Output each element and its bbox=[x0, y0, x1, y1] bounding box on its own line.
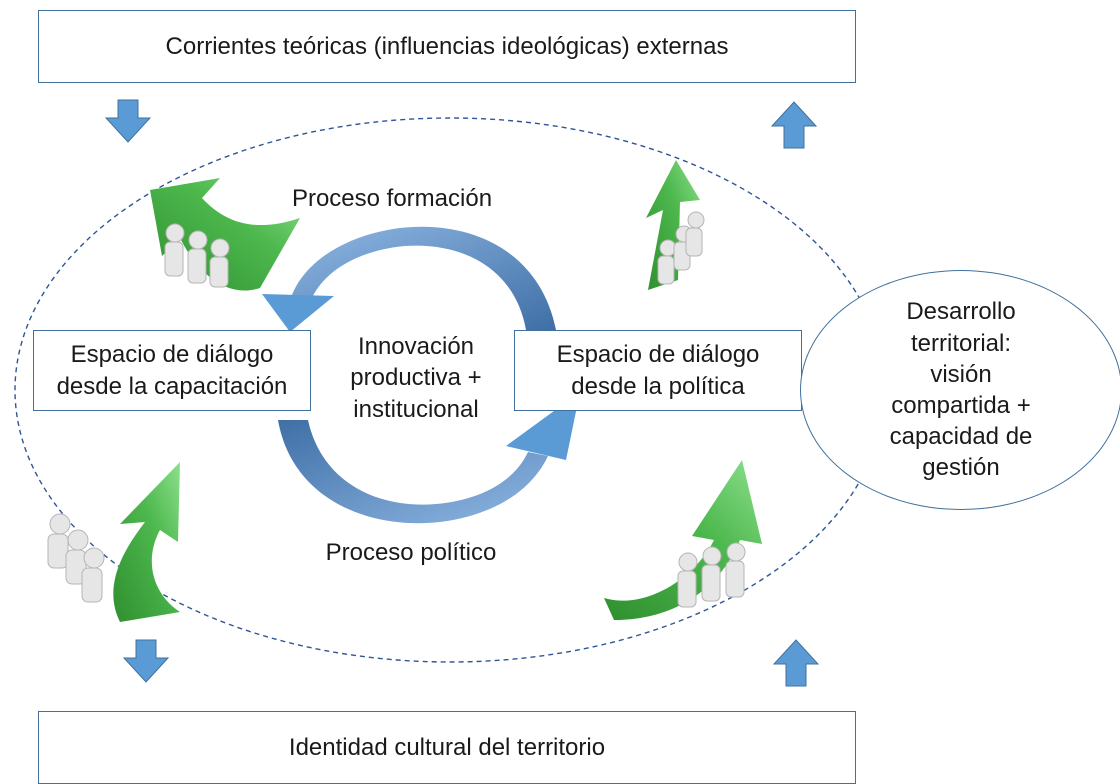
process-political-label: Proceso político bbox=[325, 539, 497, 567]
people-pushing-arrow-icon bbox=[150, 178, 300, 291]
down-arrow-icon bbox=[104, 99, 152, 143]
people-pushing-arrow-icon bbox=[646, 160, 705, 290]
territorial-development-ellipse: Desarrollo territorial: visión compartid… bbox=[800, 270, 1120, 510]
top-box-external-influences: Corrientes teóricas (influencias ideológ… bbox=[38, 10, 856, 83]
up-arrow-icon bbox=[770, 101, 818, 149]
down-arrow-icon bbox=[122, 639, 170, 683]
right-dialogue-space-box: Espacio de diálogo desde la política bbox=[514, 330, 802, 411]
process-training-label: Proceso formación bbox=[291, 185, 493, 213]
territorial-development-label: Desarrollo territorial: visión compartid… bbox=[889, 298, 1033, 482]
bottom-box-cultural-identity: Identidad cultural del territorio bbox=[38, 711, 856, 784]
up-arrow-icon bbox=[772, 639, 820, 687]
center-innovation-label: Innovación productiva + institucional bbox=[350, 333, 482, 423]
top-box-label: Corrientes teóricas (influencias ideológ… bbox=[165, 32, 729, 60]
left-space-label: Espacio de diálogo desde la capacitación bbox=[56, 341, 288, 400]
right-space-label: Espacio de diálogo desde la política bbox=[556, 341, 760, 400]
bottom-box-label: Identidad cultural del territorio bbox=[288, 733, 606, 761]
people-pushing-arrow-icon bbox=[604, 460, 762, 620]
people-pushing-arrow-icon bbox=[47, 462, 180, 622]
curved-arrow-icon bbox=[262, 226, 556, 332]
left-dialogue-space-box: Espacio de diálogo desde la capacitación bbox=[33, 330, 311, 411]
